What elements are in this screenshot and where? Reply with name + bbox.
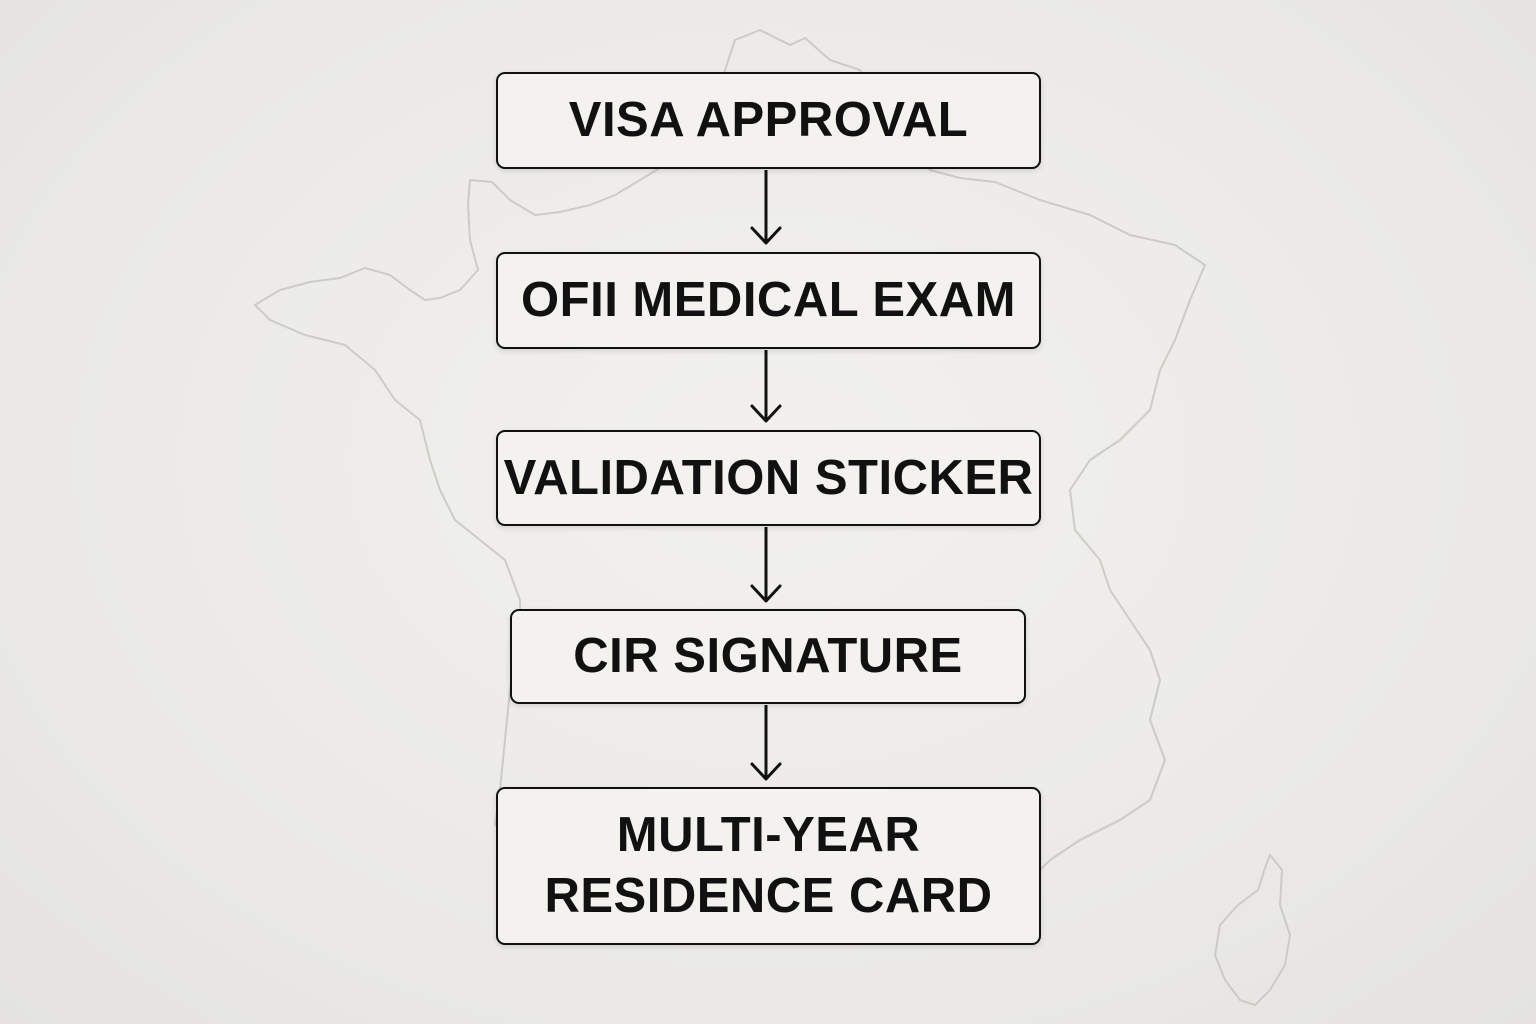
step-cir-signature: CIR SIGNATURE bbox=[510, 609, 1026, 704]
corsica-outline bbox=[1214, 854, 1291, 1006]
step-label-line-1: MULTI-YEAR bbox=[616, 808, 921, 862]
arrowhead-1 bbox=[750, 226, 782, 245]
arrowhead-4 bbox=[750, 762, 782, 781]
step-visa-approval: VISA APPROVAL bbox=[496, 72, 1041, 169]
step-ofii-medical-exam: OFII MEDICAL EXAM bbox=[496, 252, 1041, 349]
step-label-line-2: RESIDENCE CARD bbox=[544, 869, 993, 923]
step-validation-sticker: VALIDATION STICKER bbox=[496, 430, 1041, 526]
step-label: CIR SIGNATURE bbox=[573, 629, 963, 683]
step-label: VISA APPROVAL bbox=[568, 93, 969, 147]
step-multi-year-residence-card: MULTI-YEAR RESIDENCE CARD bbox=[496, 787, 1041, 945]
arrowhead-2 bbox=[750, 404, 782, 423]
step-label: VALIDATION STICKER bbox=[503, 450, 1034, 505]
step-label: OFII MEDICAL EXAM bbox=[521, 273, 1016, 327]
arrowhead-3 bbox=[750, 584, 782, 603]
